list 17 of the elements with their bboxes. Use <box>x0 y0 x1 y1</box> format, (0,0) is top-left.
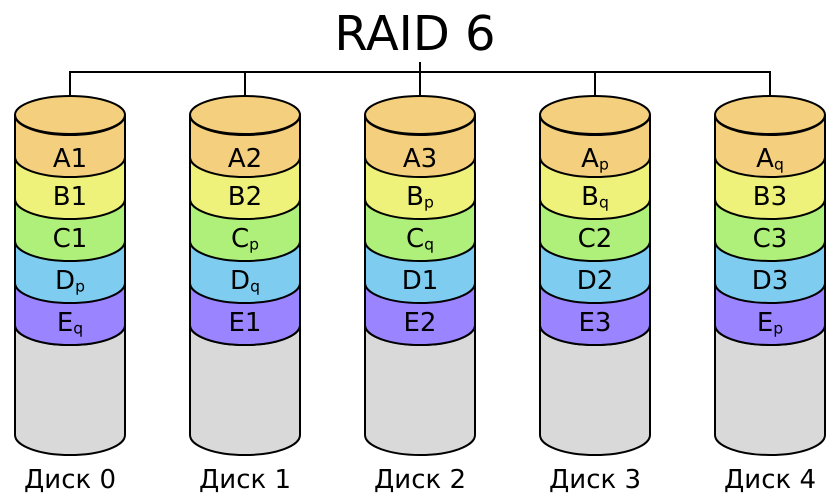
data-stripe: A3 <box>364 115 476 177</box>
disk-caption: Диск 2 <box>372 465 467 495</box>
disk-cylinder <box>539 95 651 457</box>
data-stripe: A2 <box>189 115 301 177</box>
disk-cylinder <box>14 95 126 457</box>
data-stripe: A$_{p}$ <box>539 115 651 177</box>
disk-cylinder <box>364 95 476 457</box>
data-stripe: A$_{q}$ <box>714 115 826 177</box>
disk-caption: Диск 0 <box>22 465 117 495</box>
data-stripe: A1 <box>14 115 126 177</box>
disk-cylinder <box>714 95 826 457</box>
disk-cylinder <box>189 95 301 457</box>
connector-line <box>419 62 771 97</box>
disk-caption: Диск 4 <box>722 465 817 495</box>
disk-caption: Диск 3 <box>548 465 642 495</box>
title-text: RAID 6 <box>0 6 830 62</box>
disk-caption: Диск 1 <box>198 465 292 495</box>
